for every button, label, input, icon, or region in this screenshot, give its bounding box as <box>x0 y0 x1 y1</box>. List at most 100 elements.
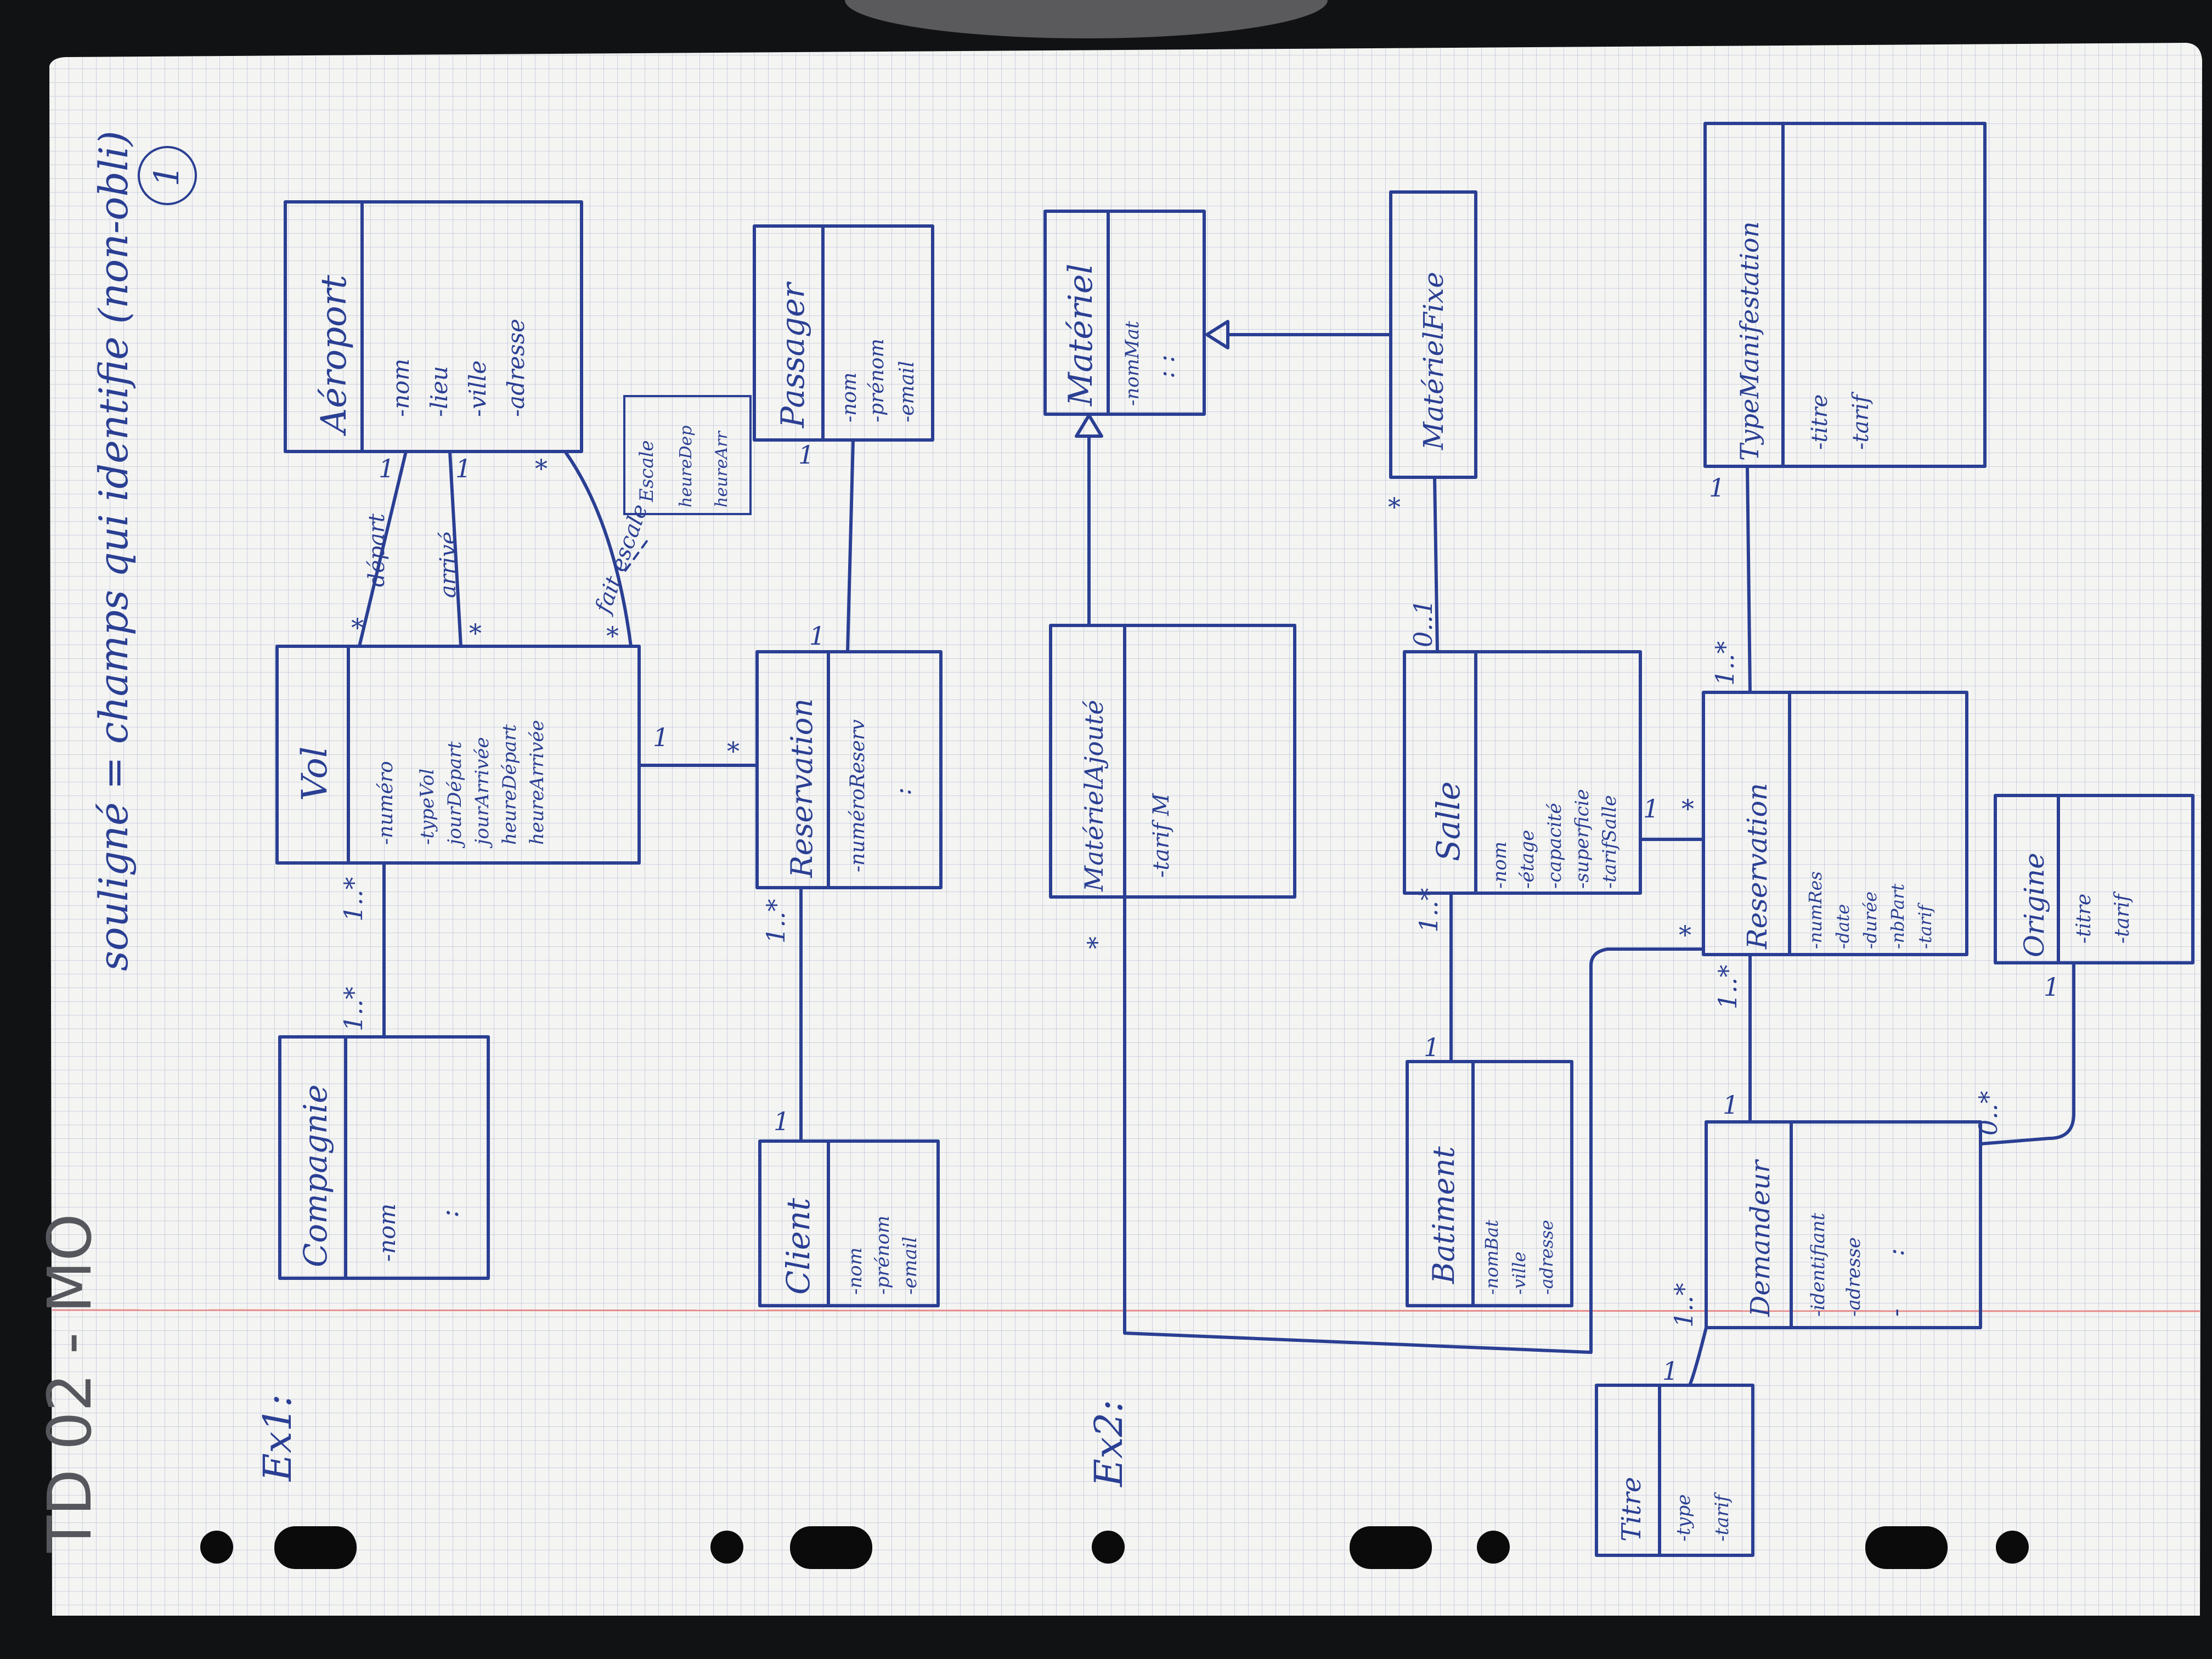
svg-text:-: - <box>1882 1308 1910 1317</box>
assoc-depart-line <box>358 450 408 648</box>
svg-text:*: * <box>1082 936 1111 949</box>
svg-text:-identifiant: -identifiant <box>1807 1212 1829 1317</box>
class-name: Escale <box>636 440 658 503</box>
svg-text:-capacité: -capacité <box>1544 803 1566 889</box>
class-demandeur: Demandeur -identifiant -adresse : - <box>1705 1120 1982 1329</box>
svg-text:-numRes: -numRes <box>1805 871 1826 949</box>
svg-text:-ville: -ville <box>1509 1251 1530 1295</box>
assoc-titre-demandeur-line <box>1688 1326 1708 1387</box>
svg-text:-titre: -titre <box>1807 394 1832 450</box>
generalization-ajoute-arrow <box>1075 414 1103 438</box>
svg-text:heureArrivée: heureArrivée <box>526 720 548 845</box>
svg-text:1: 1 <box>1709 473 1725 503</box>
ex2-associations <box>1075 320 2075 1387</box>
svg-text:-numéro: -numéro <box>375 761 397 845</box>
svg-text::: : <box>434 1209 465 1218</box>
assoc-fixe-salle-line <box>1433 476 1439 653</box>
svg-text:-nomBat: -nomBat <box>1481 1220 1502 1295</box>
svg-text:heureDep: heureDep <box>676 425 696 507</box>
class-salle: Salle -nom -étage -capacité -superficie … <box>1403 650 1642 895</box>
svg-text:-type: -type <box>1673 1494 1695 1542</box>
class-name: Client <box>780 1198 817 1295</box>
page-number: 1 <box>146 165 187 187</box>
class-name: Vol <box>295 747 335 801</box>
class-name: Origine <box>2018 853 2050 957</box>
svg-text:jourDépart: jourDépart <box>444 741 466 849</box>
svg-text:1: 1 <box>798 440 814 470</box>
svg-text:départ: départ <box>364 513 390 587</box>
escale-link-dashed <box>624 539 648 572</box>
svg-text:*: * <box>469 618 482 648</box>
class-type-manifestation: TypeManifestation -titre -tarif <box>1703 122 1987 468</box>
class-aeroport: Aéroport -nom -lieu -ville -adresse <box>284 200 583 453</box>
svg-text:1: 1 <box>379 454 394 483</box>
class-name: MatérielAjouté <box>1079 700 1109 892</box>
class-name: Titre <box>1616 1477 1647 1542</box>
svg-text::: : <box>1882 1248 1910 1256</box>
svg-text:jourArrivée: jourArrivée <box>471 737 493 849</box>
ex1-associations <box>358 438 855 1143</box>
class-client: Client -nom -prénom -email <box>758 1139 940 1307</box>
class-compagnie: Compagnie -nom : <box>278 1035 490 1280</box>
svg-text:heureDépart: heureDépart <box>499 724 521 845</box>
svg-text:-durée: -durée <box>1860 891 1881 949</box>
svg-text:-prénom: -prénom <box>872 1216 894 1295</box>
svg-text:-tarif: -tarif <box>1848 392 1874 450</box>
svg-text:-titre: -titre <box>2073 894 2095 944</box>
svg-text:heureArr: heureArr <box>712 431 731 507</box>
page-note: souligné = champs qui identifie (non-obl… <box>91 131 137 971</box>
class-vol: Vol -numéro -typeVol jourDépart jourArri… <box>275 645 641 865</box>
svg-text::: : <box>889 787 917 795</box>
svg-text:-nbPart: -nbPart <box>1887 884 1908 949</box>
svg-text:1: 1 <box>1643 794 1659 823</box>
svg-text:1: 1 <box>653 723 669 752</box>
class-name: Matériel <box>1062 264 1100 407</box>
svg-text:1: 1 <box>455 454 471 483</box>
svg-text:1: 1 <box>2044 972 2059 1002</box>
assoc-origine-demandeur-line <box>1979 961 2075 1146</box>
svg-text:1..*: 1..* <box>1713 964 1742 1009</box>
svg-text:1: 1 <box>1424 1032 1440 1062</box>
svg-text:*: * <box>1681 794 1694 823</box>
svg-text:1..*: 1..* <box>1414 888 1443 933</box>
ex2-label: Ex2: <box>1086 1400 1131 1488</box>
svg-text:-tarifSalle: -tarifSalle <box>1599 795 1621 889</box>
svg-text:arrivé: arrivé <box>436 532 461 598</box>
class-name: Batiment <box>1426 1146 1461 1284</box>
class-name: Demandeur <box>1745 1159 1776 1317</box>
svg-text:*: * <box>351 613 364 642</box>
page-heading: TD 02 - MO <box>35 1214 105 1553</box>
class-origine: Origine -titre -tarif <box>1994 794 2194 964</box>
svg-text:-adresse: -adresse <box>503 319 529 417</box>
svg-text:-superficie: -superficie <box>1571 789 1593 889</box>
svg-text:1: 1 <box>809 621 825 651</box>
binder-holes <box>200 1526 2029 1569</box>
class-name: Reservation <box>785 698 819 878</box>
svg-text:-tarif: -tarif <box>1711 1492 1733 1542</box>
generalization-fixe-arrow <box>1205 320 1229 349</box>
desk-object <box>845 0 1328 38</box>
svg-text:-nom: -nom <box>387 359 414 417</box>
svg-text:-tarif: -tarif <box>1915 902 1936 949</box>
svg-text:1: 1 <box>1723 1090 1739 1120</box>
svg-text:1..*: 1..* <box>1710 641 1740 686</box>
class-reservation-ex1: Reservation -numéroReserv : <box>755 650 943 889</box>
svg-text:1..*: 1..* <box>338 877 368 922</box>
class-name: Reservation <box>1741 783 1773 950</box>
assoc-passager-reservation-line <box>846 438 855 653</box>
class-escale: Escale heureDep heureArr <box>623 395 752 515</box>
svg-text:*: * <box>535 454 548 483</box>
class-reservation-ex2: Reservation -numRes -date -durée -nbPart… <box>1702 691 1968 956</box>
assoc-escale-line <box>563 450 633 648</box>
class-name: Passager <box>774 281 811 428</box>
assoc-typemanif-reservation-line <box>1746 465 1752 694</box>
svg-text:-prénom: -prénom <box>866 338 888 422</box>
class-name: MatérielFixe <box>1418 272 1449 450</box>
svg-text:1..*: 1..* <box>1669 1283 1699 1328</box>
svg-text:: :: : : <box>1152 354 1180 379</box>
class-passager: Passager -nom -prénom -email <box>753 224 934 442</box>
svg-text:1..*: 1..* <box>338 986 368 1031</box>
svg-text:-adresse: -adresse <box>1536 1220 1557 1295</box>
